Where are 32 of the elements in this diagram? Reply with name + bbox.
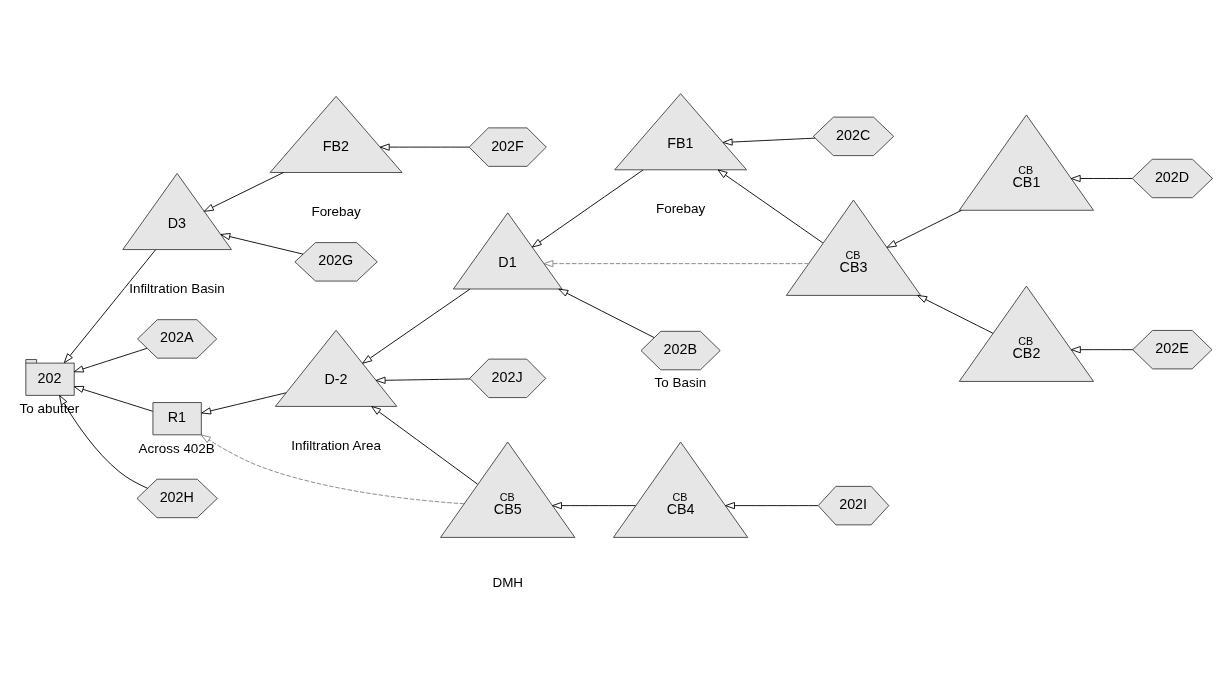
arrow xyxy=(203,172,284,212)
arrow xyxy=(371,406,479,485)
arrow xyxy=(1070,346,1134,354)
arrow xyxy=(917,295,994,334)
arrow xyxy=(59,395,148,489)
node-box: R1 xyxy=(152,402,202,436)
arrow xyxy=(73,347,148,373)
node-label: Infiltration Basin xyxy=(129,281,225,297)
node-label: To abutter xyxy=(19,401,80,417)
arrow xyxy=(200,434,465,505)
node-label: Infiltration Area xyxy=(291,438,381,454)
arrow xyxy=(558,288,655,338)
arrow xyxy=(220,233,304,255)
arrow xyxy=(73,385,154,412)
node-label: To Basin xyxy=(654,375,707,391)
arrow xyxy=(543,260,810,268)
node-label: Across 402B xyxy=(138,440,215,456)
arrow xyxy=(379,143,470,151)
arrow xyxy=(1070,174,1133,183)
arrow xyxy=(552,502,637,510)
arrow xyxy=(362,288,471,364)
arrow xyxy=(886,209,962,248)
arrow xyxy=(717,169,824,244)
node-label: DMH xyxy=(492,575,524,591)
node-label: Forebay xyxy=(655,201,706,217)
arrow xyxy=(201,392,287,415)
arrow xyxy=(531,169,644,248)
arrow xyxy=(725,502,819,510)
node-label: Forebay xyxy=(311,204,361,220)
arrow xyxy=(63,249,156,364)
arrow xyxy=(375,376,471,384)
arrow xyxy=(722,137,816,146)
